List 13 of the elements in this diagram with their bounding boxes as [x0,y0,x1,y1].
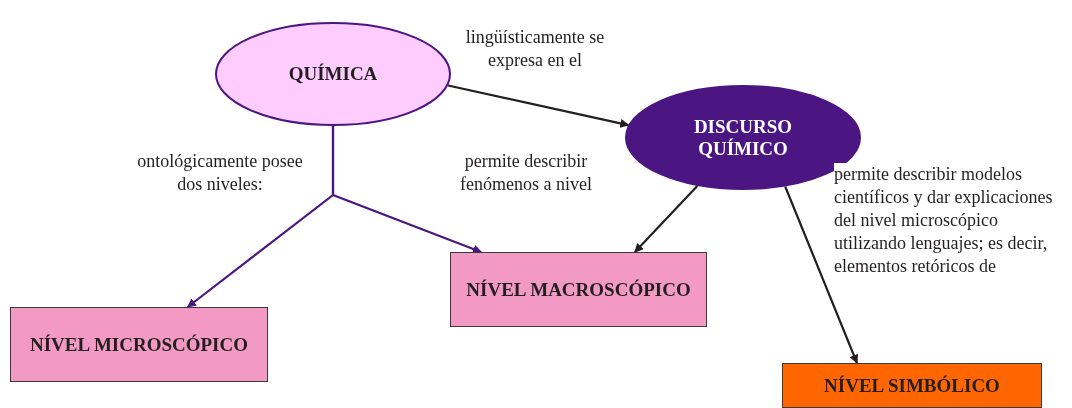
arrow [331,126,482,254]
level-box [450,252,707,327]
node-label: NÍVEL MACROSCÓPICO [465,278,692,301]
node-label: DISCURSO QUÍMICO [692,115,794,160]
level-box [10,307,268,382]
node-label: QUÍMICA [287,63,379,85]
arrow [447,84,630,128]
node-label: NÍVEL MICROSCÓPICO [29,333,249,356]
arrow [634,185,699,253]
level-box [782,363,1042,408]
node-label: NÍVEL SIMBÓLICO [823,374,1001,397]
concept-ellipse [215,22,451,126]
arrow [784,186,859,364]
